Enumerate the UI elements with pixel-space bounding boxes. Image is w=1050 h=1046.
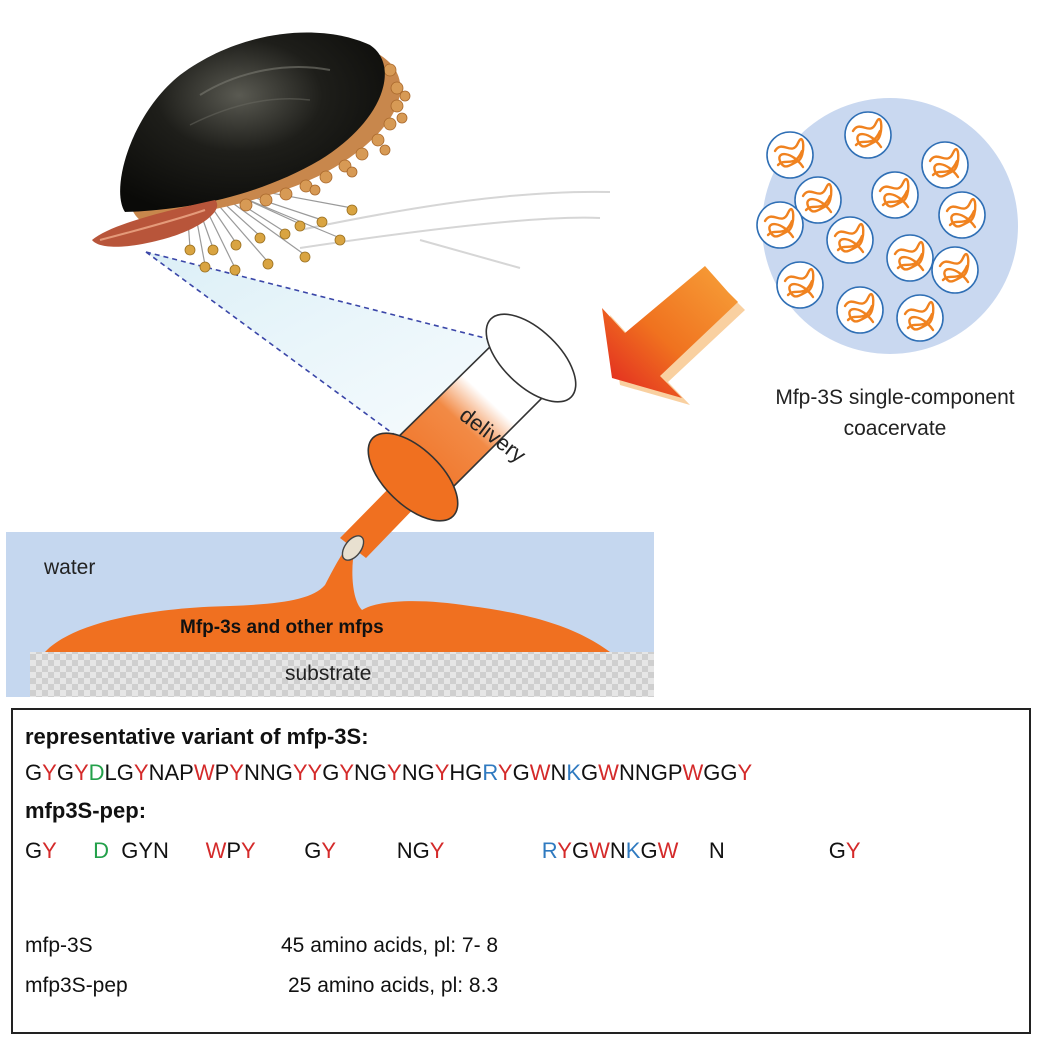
residue-segment: Y [429, 838, 444, 863]
adhesive-blob [45, 545, 610, 652]
protein-globule [938, 191, 986, 239]
residue-segment: W [682, 760, 704, 785]
residue-segment: P [226, 838, 242, 863]
residue-segment: Y [434, 760, 450, 785]
substrate-label: substrate [285, 662, 372, 685]
residue-segment: G [581, 760, 599, 785]
residue-segment: G [56, 760, 74, 785]
residue-segment: GG [703, 760, 738, 785]
residue-segment: G [25, 760, 43, 785]
water-label: water [44, 556, 96, 579]
residue-segment [56, 838, 93, 863]
protein-globule [896, 294, 944, 342]
residue-segment [444, 838, 542, 863]
residue-segment: NNGP [618, 760, 683, 785]
residue-segment: GY [108, 838, 153, 863]
protein-globule [931, 246, 979, 294]
residue-segment: D [88, 760, 105, 785]
residue-segment: G [322, 760, 340, 785]
coacervate-label-line2: coacervate [843, 417, 947, 440]
residue-segment: R [541, 838, 558, 863]
residue-segment: N G [678, 838, 846, 863]
mfp3s-pep-sequence: GY D GYN WPY GY NGY RYGWNKGW N GY [25, 838, 861, 864]
residue-segment: G [512, 760, 530, 785]
row-pep-desc: 25 amino acids, pl: 8.3 [288, 974, 499, 997]
residue-segment: Y [42, 838, 57, 863]
residue-segment: D [93, 838, 109, 863]
residue-segment: G [640, 838, 658, 863]
arrow-icon [602, 266, 745, 405]
residue-segment: Y [42, 760, 57, 785]
protein-globule [921, 141, 969, 189]
residue-segment: Y [241, 838, 256, 863]
residue-segment: Y [557, 838, 572, 863]
residue-segment: LG [104, 760, 134, 785]
residue-segment: Y [387, 760, 402, 785]
mussel-illustration [92, 32, 411, 247]
residue-segment: Y [497, 760, 513, 785]
substrate-area [30, 652, 654, 697]
residue-segment: W [205, 838, 227, 863]
residue-segment: Y [845, 838, 861, 863]
residue-segment: W [193, 760, 215, 785]
protein-globule [826, 216, 874, 264]
row-mfp3s-name: mfp-3S [25, 934, 93, 957]
row-mfp3s-desc: 45 amino acids, pl: 7- 8 [281, 934, 499, 957]
residue-segment: Y [339, 760, 355, 785]
pep-heading-text: mfp3S-pep [25, 798, 139, 823]
residue-segment: N [550, 760, 567, 785]
protein-globule [836, 286, 884, 334]
residue-segment: Y [229, 760, 244, 785]
coacervate-label-line1: Mfp-3S single-component [775, 386, 1015, 409]
residue-segment: P [214, 760, 230, 785]
protein-globule [794, 176, 842, 224]
protein-globule [871, 171, 919, 219]
adhesive-delivery-scene [6, 32, 1018, 697]
residue-segment: W [529, 760, 551, 785]
pep-heading-colon: : [138, 798, 147, 823]
residue-segment: NG [401, 760, 435, 785]
sequence-box: representative variant of mfp-3S: GYGYDL… [11, 708, 1031, 1034]
mfp3s-sequence: GYGYDLGYNAPWPYNNGYYGYNGYNGYHGRYGWNKGWNNG… [25, 760, 752, 786]
residue-segment: Y [133, 760, 149, 785]
row-pep-name: mfp3S-pep [25, 974, 128, 997]
residue-segment: Y [321, 838, 336, 863]
coacervate-label: Mfp-3S single-component coacervate [740, 382, 1050, 444]
protein-globule [776, 261, 824, 309]
protein-globule [886, 234, 934, 282]
residue-segment: W [657, 838, 679, 863]
residue-segment: G [571, 838, 590, 863]
residue-segment: W [589, 838, 610, 863]
protein-globule [844, 111, 892, 159]
protein-globule [766, 131, 814, 179]
residue-segment: HG [449, 760, 483, 785]
protein-globule [756, 201, 804, 249]
residue-segment: Y [737, 760, 753, 785]
residue-segment: G [25, 838, 43, 863]
residue-segment: NNG [243, 760, 293, 785]
residue-segment: G [255, 838, 322, 863]
residue-segment: W [598, 760, 619, 785]
byssal-plaques [184, 204, 358, 276]
variant-heading: representative variant of mfp-3S: [25, 724, 369, 750]
sketch-lines [299, 190, 611, 269]
pep-heading: mfp3S-pep: [25, 798, 146, 824]
residue-segment: YY [292, 760, 323, 785]
residue-segment: Y [73, 760, 89, 785]
residue-segment: NAP [148, 760, 194, 785]
residue-segment: NG [354, 760, 388, 785]
residue-segment: NG [335, 838, 430, 863]
residue-segment: N [609, 838, 626, 863]
coacervate-droplet [756, 98, 1018, 354]
variant-heading-text: representative variant of mfp-3S [25, 724, 362, 749]
residue-segment: N [153, 838, 206, 863]
variant-heading-colon: : [361, 724, 369, 749]
delivery-tube [340, 313, 577, 561]
residue-segment: K [566, 760, 582, 785]
residue-segment: K [625, 838, 641, 863]
residue-segment: R [482, 760, 498, 785]
mfps-label: Mfp-3s and other mfps [180, 617, 384, 638]
